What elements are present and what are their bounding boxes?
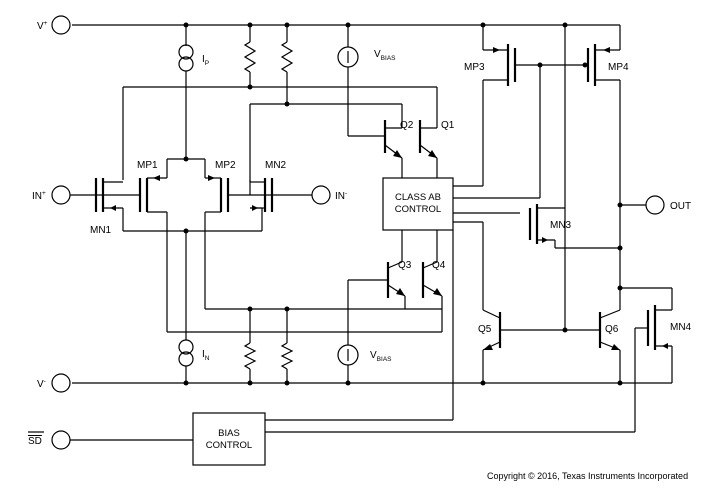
mn1-label: MN1: [90, 225, 112, 236]
supply-rails: [72, 24, 672, 384]
q2-label: Q2: [400, 120, 414, 131]
q5-label: Q5: [478, 324, 492, 335]
q1-q2-pair: [383, 116, 438, 178]
class-ab-label-line2: CONTROL: [395, 204, 441, 215]
bias-control-label-line2: CONTROL: [206, 440, 252, 451]
q4-label: Q4: [432, 260, 446, 271]
pin-out-label: OUT: [670, 201, 691, 212]
q6-label: Q6: [605, 324, 619, 335]
pin-sd-label: SD: [28, 436, 42, 447]
mp1-label: MP1: [137, 160, 158, 171]
bias-control-label-line1: BIAS: [218, 428, 240, 439]
top-bias-network: [122, 25, 438, 195]
class-ab-control: [265, 65, 541, 421]
q1-label: Q1: [441, 120, 455, 131]
mp2-label: MP2: [215, 160, 236, 171]
pin-in-plus-label: IN+: [32, 190, 46, 202]
bottom-bias-network: [178, 309, 359, 383]
mp4-label: MP4: [608, 62, 629, 73]
pin-vplus-label: V+: [37, 20, 48, 32]
bias-control: [192, 412, 266, 466]
input-stage: [94, 158, 442, 340]
junction-dots: [183, 22, 623, 386]
labels: V+ IN+ V- SD IN- OUT IP IN VBIAS VBIAS M…: [28, 20, 692, 481]
mn4-label: MN4: [670, 322, 692, 333]
in-label: IN: [202, 349, 210, 362]
q3-label: Q3: [398, 260, 412, 271]
mp3-label: MP3: [464, 62, 485, 73]
mn3-label: MN3: [550, 220, 572, 231]
mn2-label: MN2: [265, 160, 287, 171]
vbias-top-label: VBIAS: [374, 49, 396, 62]
output-stage: [265, 25, 673, 433]
pin-in-minus-label: IN-: [335, 190, 347, 202]
ip-label: IP: [202, 54, 209, 67]
copyright-notice: Copyright © 2016, Texas Instruments Inco…: [487, 471, 688, 481]
pin-vminus-label: V-: [37, 378, 46, 390]
pin-terminals: [51, 15, 665, 450]
vbias-bottom-label: VBIAS: [370, 350, 392, 363]
class-ab-label-line1: CLASS AB: [395, 192, 441, 203]
q3-q4-pair: [347, 250, 443, 345]
